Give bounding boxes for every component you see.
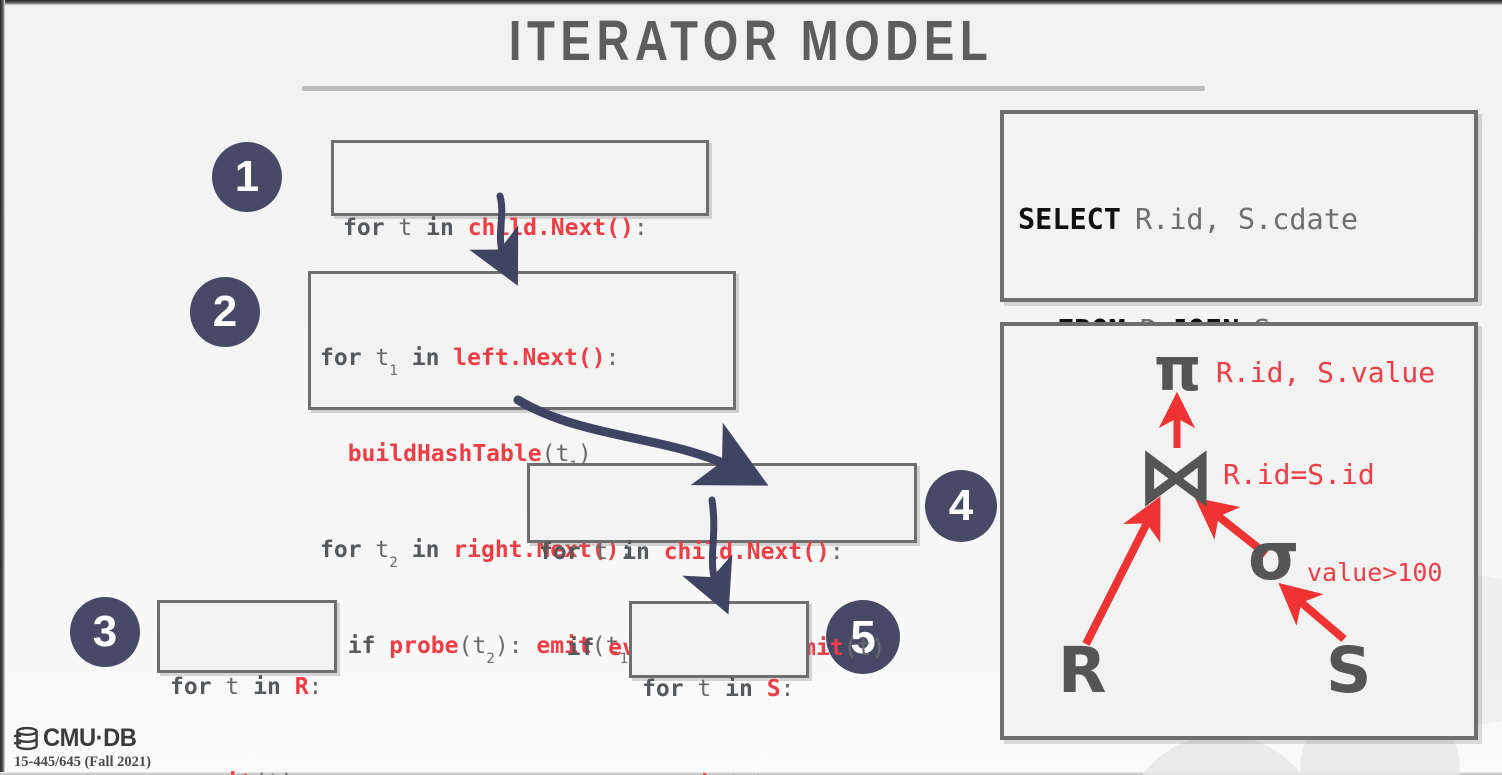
step-badge-3: 3	[70, 597, 140, 667]
join-operator-symbol: ⋈	[1137, 432, 1215, 522]
slide-bottom-edge	[0, 772, 1502, 775]
code-box-seqscan-s: for t in S: emit(t)	[629, 601, 809, 775]
code-line: emit(t)	[170, 767, 334, 775]
code-line: for t in R:	[170, 674, 323, 700]
arrow-s-to-select	[1278, 582, 1347, 643]
page-title: ITERATOR MODEL	[508, 9, 994, 73]
slide-left-edge	[0, 0, 5, 775]
select-operator-symbol: σ	[1248, 518, 1300, 595]
table-s-label: S	[1326, 634, 1372, 707]
arrow-r-to-join	[1082, 496, 1161, 646]
sql-select-columns: R.id, S.cdate	[1134, 203, 1359, 236]
code-line: for t in child.Next():	[343, 215, 648, 241]
query-plan-box: π R.id, S.value ⋈ R.id=S.id σ value>100 …	[1000, 322, 1478, 740]
cmu-db-logo: CMU·DB 15-445/645 (Fall 2021)	[14, 726, 151, 771]
slide-top-edge	[0, 0, 1502, 5]
join-operator-label: R.id=S.id	[1223, 458, 1375, 491]
step-badge-1: 1	[212, 142, 282, 212]
logo-course: 15-445/645 (Fall 2021)	[14, 754, 151, 770]
sql-keyword-select: SELECT	[1018, 203, 1121, 236]
table-r-label: R	[1058, 634, 1107, 707]
database-icon	[14, 726, 38, 750]
code-line: for t1 in left.Next():	[320, 345, 620, 379]
decorative-circle	[1122, 735, 1322, 775]
select-operator-label: value>100	[1307, 558, 1443, 587]
step-badge-2: 2	[190, 277, 260, 347]
code-line: for t in S:	[642, 676, 795, 702]
projection-operator-label: R.id, S.value	[1216, 356, 1436, 389]
code-box-seqscan-r: for t in R: emit(t)	[157, 600, 337, 775]
code-box-projection: for t in child.Next(): emit(projection(t…	[331, 140, 709, 337]
logo-name: CMU·DB	[43, 724, 137, 752]
title-divider	[302, 86, 1205, 91]
projection-operator-symbol: π	[1154, 335, 1202, 405]
step-badge-4: 4	[925, 470, 997, 542]
code-box-hash-join: for t1 in left.Next(): buildHashTable(t1…	[308, 271, 736, 666]
code-box-filter: for t in child.Next(): if evalPred(t): e…	[527, 463, 917, 661]
sql-line-select: SELECT R.id, S.cdate	[1018, 201, 1458, 238]
code-line: emit(t)	[642, 769, 806, 775]
step-badge-5: 5	[826, 600, 900, 674]
code-line: for t in child.Next():	[539, 539, 844, 565]
